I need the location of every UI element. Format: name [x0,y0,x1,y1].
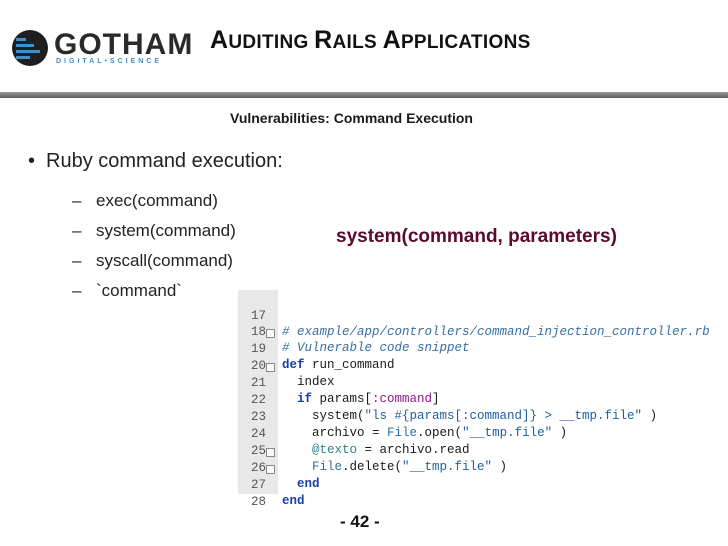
slide-subtitle: Vulnerabilities: Command Execution [230,110,473,126]
list-item: –syscall(command) [72,251,233,270]
bullet-text: Ruby command execution: [46,150,283,172]
list-item: –exec(command) [72,191,218,210]
bullet-main: • Ruby command execution: [28,150,283,173]
code-line: 25 File.delete("__tmp.file" ) [250,444,508,474]
code-line: 17 # example/app/controllers/command_inj… [250,309,710,339]
code-line: 21 if params[:command] [238,359,702,406]
code-line: 19 def run_command [238,325,702,372]
logo-subtext: DIGITAL•SCIENCE [56,58,163,65]
logo-wordmark: GOTHAM [54,28,194,61]
list-item: –system(command) [72,221,236,240]
line-number-gutter [238,290,278,494]
fold-toggle-icon[interactable] [266,465,275,474]
code-line: 22 system("ls #{params[:command]} > __tm… [250,393,658,423]
code-snippet: 17 # example/app/controllers/command_inj… [238,290,710,509]
header-divider [0,92,728,98]
code-line: 23 archivo = File.open("__tmp.file" ) [250,410,568,440]
fold-toggle-icon[interactable] [266,363,275,372]
code-line: 24 @texto = archivo.read [250,427,470,457]
code-line: 26 end [238,444,702,491]
bullet-marker: • [28,150,36,172]
logo-disc-icon [12,30,48,66]
code-line: 28 [250,495,266,509]
slide-header: GOTHAM DIGITAL•SCIENCE AUDITING RAILS AP… [0,0,728,96]
fold-toggle-icon[interactable] [266,329,275,338]
code-line: 18 # Vulnerable code snippet [250,325,470,355]
gotham-logo: GOTHAM DIGITAL•SCIENCE [12,28,192,70]
slide-title: AUDITING RAILS APPLICATIONS [210,26,531,54]
command-list: –exec(command) –system(command) –syscall… [72,186,236,306]
page-number: - 42 - [340,512,380,531]
callout-text: system(command, parameters) [336,226,617,247]
fold-toggle-icon[interactable] [266,448,275,457]
code-line: 20 index [250,359,335,389]
code-line: 27 end [238,461,702,508]
list-item: –`command` [72,281,182,300]
